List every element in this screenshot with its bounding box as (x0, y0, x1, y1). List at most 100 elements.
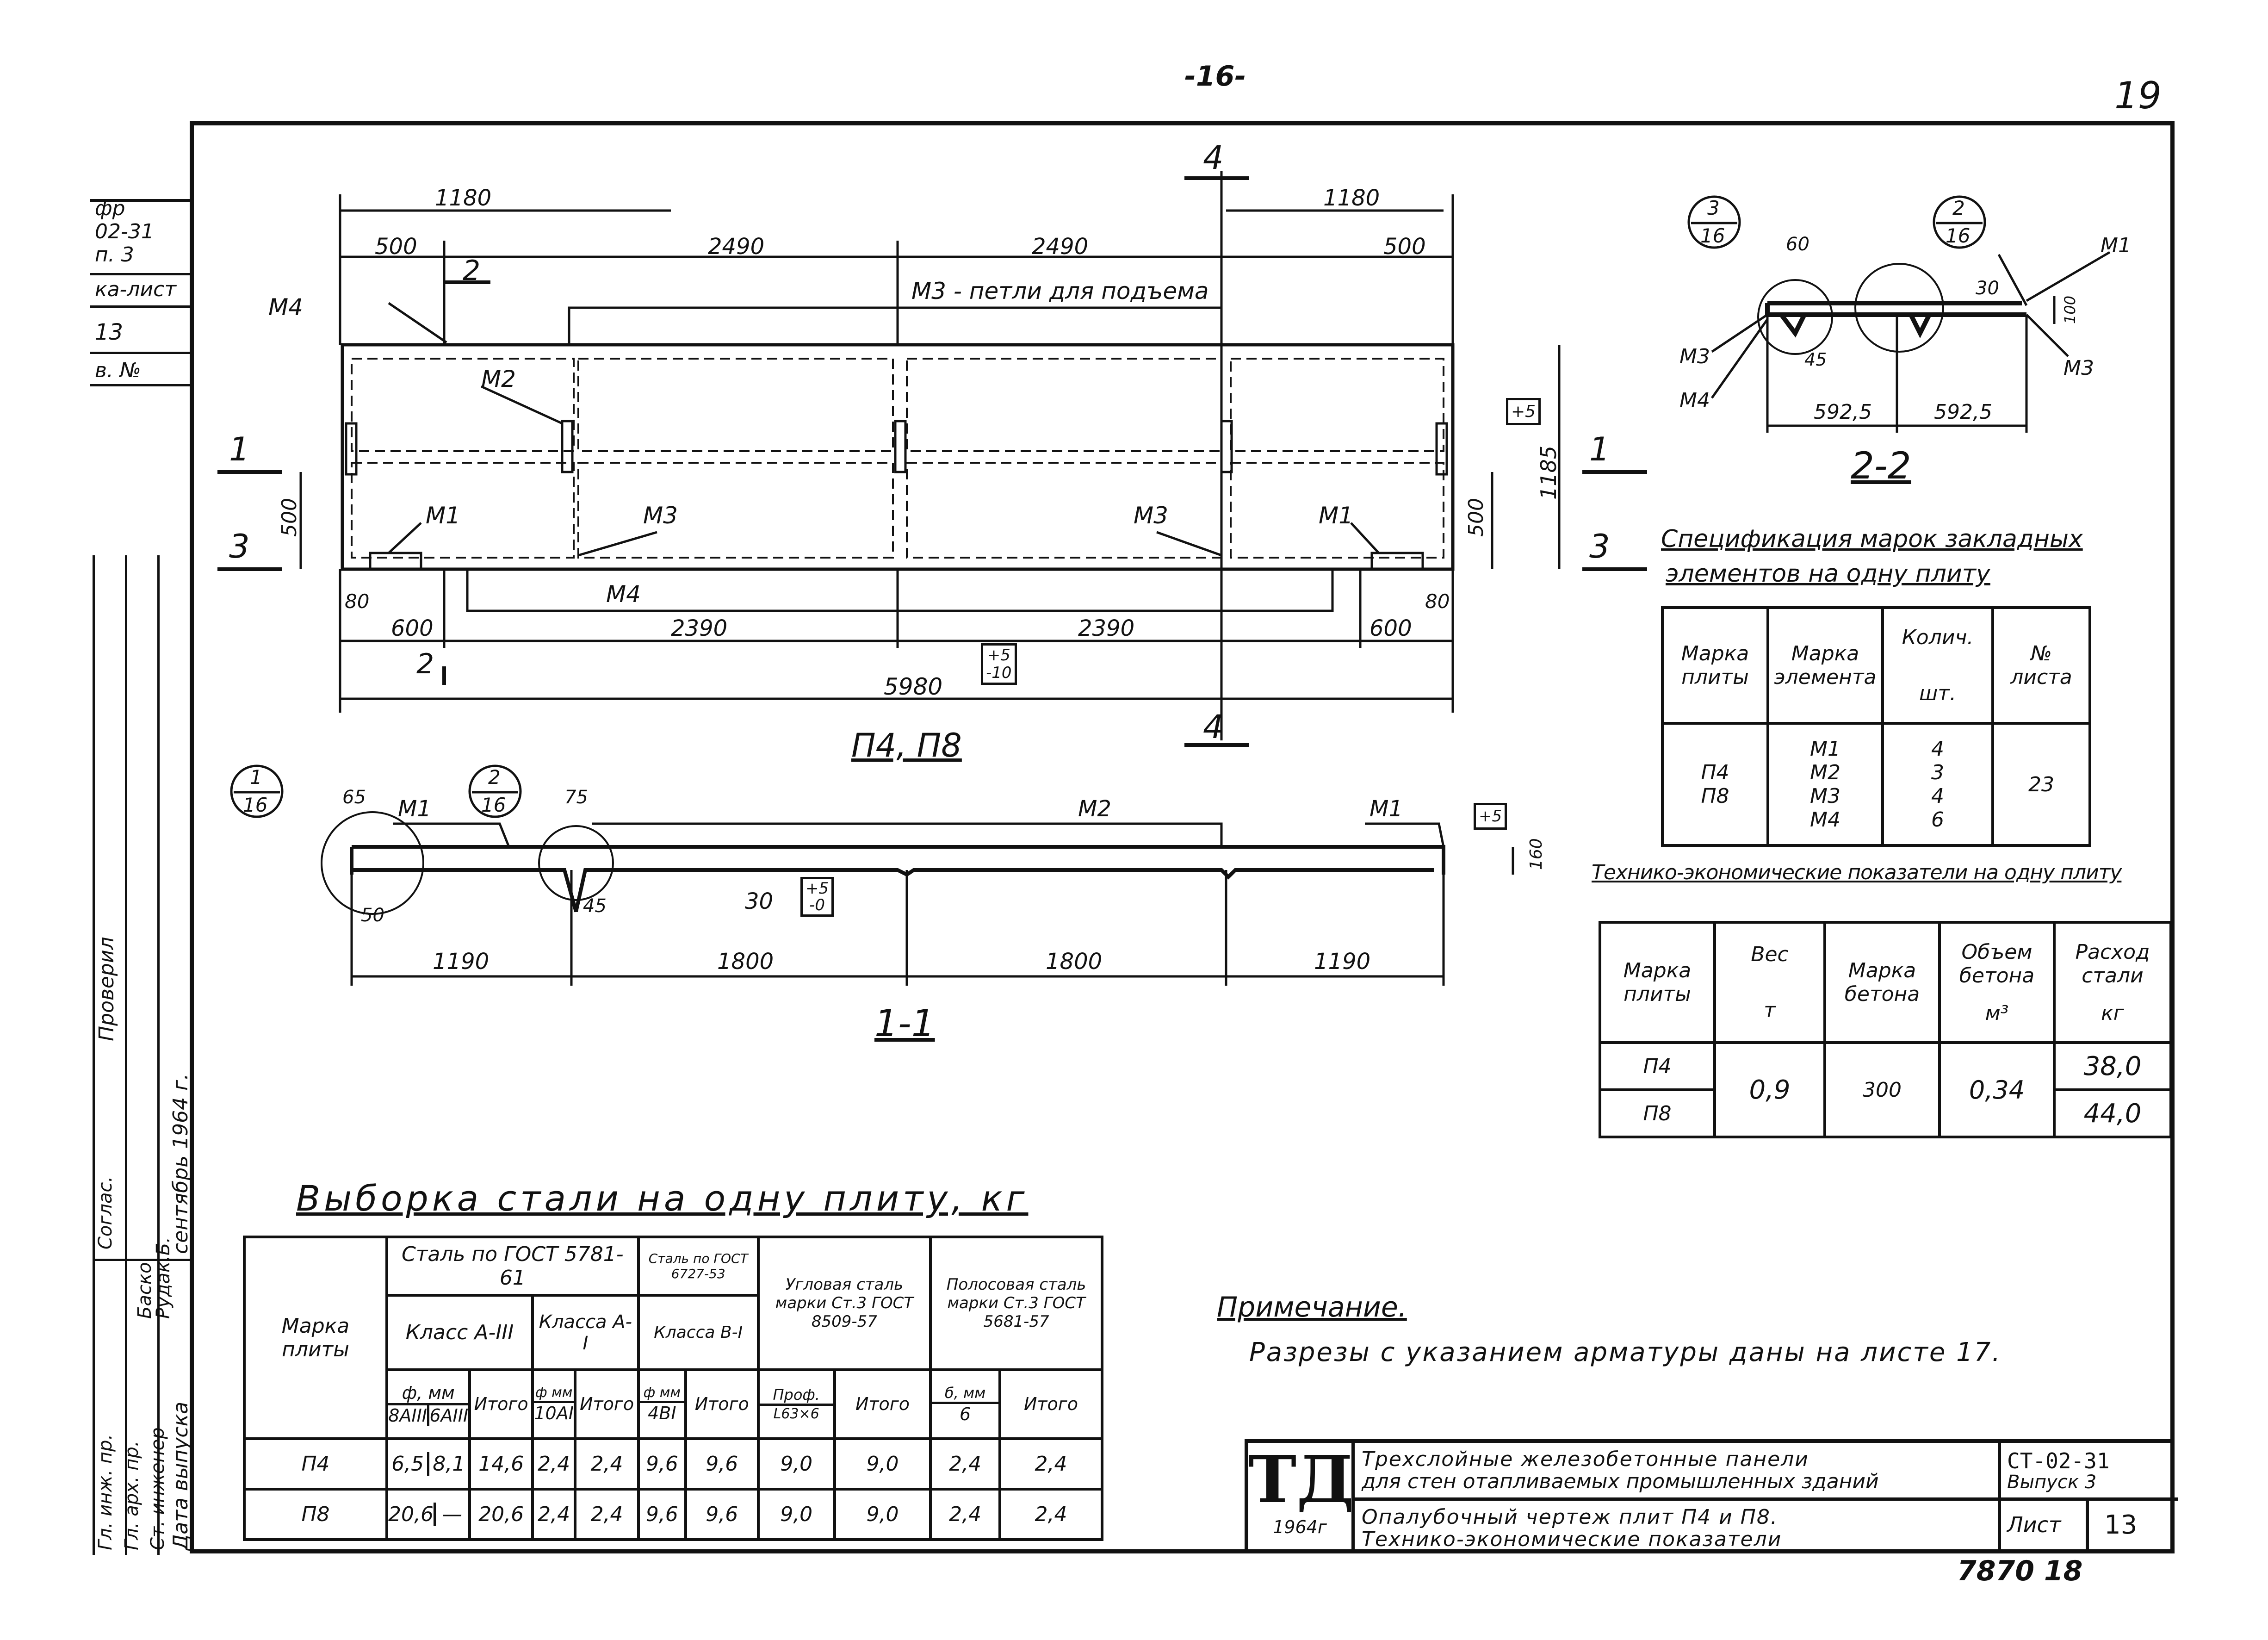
steel-h-sub: L63×6 (773, 1406, 819, 1423)
steel-cell: 9,6 (637, 1437, 687, 1491)
steel-h-sub: 10AI (534, 1403, 574, 1424)
steel-h-sub: 6АIII (429, 1405, 469, 1426)
steel-cell: 2,4 (929, 1437, 1001, 1491)
steel-cell: 2,4 (531, 1437, 577, 1491)
steel-h-prof: Проф.L63×6 (756, 1368, 836, 1440)
steel-h-total: Итого (998, 1368, 1104, 1440)
dim-label: 1800 (1046, 949, 1103, 975)
s22-label: М1 (2101, 234, 2131, 257)
mark-label: М3 (643, 502, 678, 529)
steel-h-sub: 4BI (648, 1403, 676, 1424)
s11-label: М2 (1078, 796, 1111, 822)
side-stamp-line: 13 (95, 319, 124, 345)
mark-label: М1 (1319, 502, 1353, 529)
logo: ТД (1248, 1442, 1354, 1518)
sheet-frame (190, 121, 2175, 1553)
s11-label: М1 (1369, 796, 1403, 822)
spec-table-title2: элементов на одну плиту (1666, 560, 1990, 588)
title-line: Опалубочный чертеж плит П4 и П8. (1362, 1505, 1778, 1529)
s11-label: 30 (745, 888, 774, 914)
section-title: 1-1 (874, 1002, 935, 1045)
section-mark: 2 (463, 255, 481, 287)
section-mark: 1 (229, 430, 250, 468)
steel-cell: 2,4 (574, 1437, 640, 1491)
dim-label: 1190 (1314, 949, 1371, 975)
dim-label: 80 (345, 590, 370, 613)
steel-table: Марка плиты Сталь по ГОСТ 5781-61 Сталь … (243, 1235, 1104, 1541)
steel-h-angle: Угловая сталь марки Ст.3 ГОСТ 8509-57 (756, 1236, 932, 1371)
callout-den: 16 (243, 794, 268, 816)
side-dim: 500 (1464, 498, 1488, 537)
side-stamp-line: ка-лист (95, 278, 176, 301)
steel-h-strip: Полосовая сталь марки Ст.3 ГОСТ 5681-57 (929, 1236, 1103, 1371)
side-stamp-line: в. № (95, 359, 141, 382)
s11-tol-right: +5 (1474, 803, 1507, 830)
title-line: Технико-экономические показатели (1362, 1528, 1782, 1551)
dim-label: 500 (375, 234, 417, 260)
section-mark: 1 (1589, 430, 1610, 468)
side-stamp-line: фр (95, 197, 125, 220)
dim-label: 2490 (1032, 234, 1089, 260)
s22-label: М3 (1679, 345, 1710, 368)
steel-h-classA1: Класса А-I (531, 1294, 640, 1371)
dim-label: 1180 (435, 185, 492, 211)
s22-label: М3 (2064, 356, 2094, 380)
steel-row-p8: П8 20,6— 20,6 2,4 2,4 9,6 9,6 9,0 9,0 2,… (243, 1487, 1104, 1541)
s11-tol: +5-0 (800, 877, 834, 917)
s22-label: 100 (2061, 295, 2079, 324)
s22-label: 592,5 (1814, 400, 1872, 424)
steel-h-classA3: Класс А-III (385, 1294, 534, 1371)
note-title: Примечание. (1217, 1291, 1407, 1323)
section-mark: 3 (229, 528, 250, 565)
steel-h-total: Итого (833, 1368, 932, 1440)
dim-label: 80 (1425, 590, 1450, 613)
steel-h-total: Итого (574, 1368, 640, 1440)
section-title: 2-2 (1851, 444, 1911, 487)
callout-den: 16 (481, 794, 506, 816)
spec-table: Марка плиты Марка элемента Колич.шт. № л… (1661, 606, 2091, 847)
dim-label: 1190 (433, 949, 490, 975)
s11-label: М1 (398, 796, 431, 822)
callout-num: 3 (1707, 197, 1720, 219)
callout-num: 1 (250, 766, 262, 789)
section-mark: 4 (1203, 139, 1224, 177)
doc-code: СТ-02-31 (2007, 1448, 2110, 1473)
sheet-stamp: 7870 18 (1957, 1555, 2083, 1587)
steel-cell: 9,0 (756, 1487, 836, 1541)
dim-label: 600 (391, 615, 434, 641)
steel-h-sub: 6 (959, 1404, 971, 1424)
title-line: Трехслойные железобетонные панели (1362, 1447, 1809, 1471)
tech-h-plate: Марка плиты (1599, 921, 1716, 1044)
logo-year: 1964г (1273, 1517, 1327, 1537)
s11-label: 50 (361, 905, 384, 926)
steel-h-gost5781: Сталь по ГОСТ 5781-61 (385, 1235, 640, 1297)
plan-title: П4, П8 (851, 727, 962, 764)
dim-label: 2390 (671, 615, 728, 641)
tech-weight: 0,9 (1713, 1041, 1826, 1138)
mark-label: М2 (481, 366, 516, 392)
callout-num: 2 (1952, 197, 1965, 219)
s22-label: 45 (1804, 349, 1827, 370)
section-mark: 2 (416, 648, 434, 680)
logo-cell: ТД 1964г (1248, 1443, 1355, 1553)
corner-number: 19 (2114, 74, 2162, 117)
dim-label: 500 (1383, 234, 1426, 260)
overall-tol: +5-10 (981, 643, 1017, 685)
steel-cell-pair: 20,6— (385, 1487, 471, 1541)
steel-h-gost6727: Сталь по ГОСТ 6727-53 (637, 1235, 760, 1297)
steel-h-sub: 8АIII (388, 1405, 430, 1426)
height-tol: +5 (1506, 398, 1541, 425)
steel-cell: 9,6 (684, 1487, 760, 1541)
mark-label: М1 (426, 502, 460, 529)
s11-label: 45 (583, 895, 607, 917)
